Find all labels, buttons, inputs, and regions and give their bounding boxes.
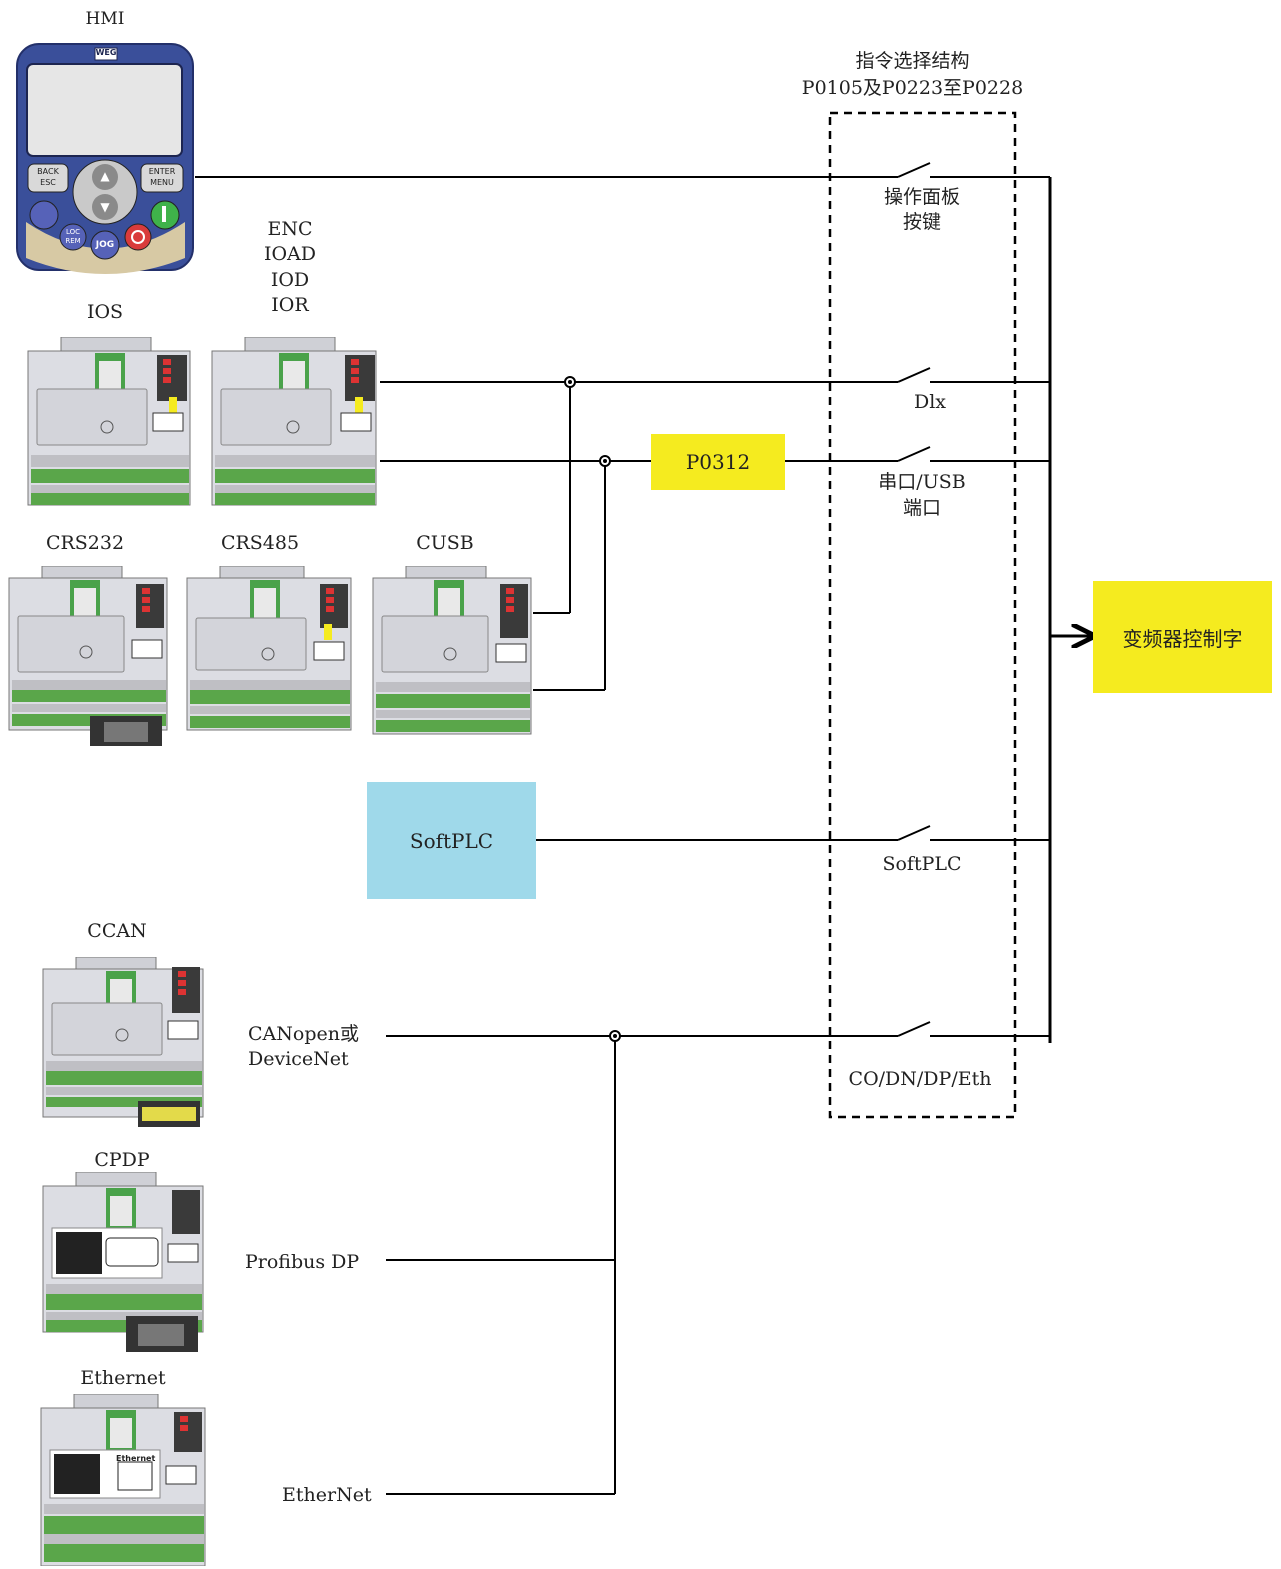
- module-crs485: [186, 566, 352, 731]
- control-word-block: 变频器控制字: [1093, 581, 1272, 693]
- label-ethernet-module: Ethernet: [80, 1367, 166, 1389]
- label-crs485: CRS485: [220, 532, 300, 554]
- label-cusb: CUSB: [416, 532, 474, 554]
- label-iod: IOD: [270, 269, 310, 291]
- switch-label-dix: Dlx: [913, 391, 947, 413]
- label-ioad: IOAD: [263, 243, 317, 265]
- module-ios: [27, 337, 191, 506]
- label-ccan: CCAN: [87, 920, 147, 942]
- module-ccan: [42, 957, 204, 1127]
- ethernet-port-label: Ethernet: [116, 1454, 156, 1463]
- module-cusb: [372, 566, 532, 735]
- switch-label-panel-keys-1: 操作面板: [883, 186, 960, 208]
- hmi-enter-menu-key[interactable]: ENTER MENU: [148, 167, 176, 187]
- hmi-loc-rem-key[interactable]: LOC REM: [65, 228, 81, 245]
- switch-fieldbus: [897, 1021, 931, 1037]
- hmi-up-key[interactable]: ▲: [100, 169, 110, 183]
- selection-title-line2: P0105及P0223至P0228: [801, 77, 1024, 99]
- module-cpdp: [42, 1172, 204, 1352]
- label-ior: IOR: [271, 294, 309, 316]
- switch-serial-usb: [897, 446, 931, 462]
- label-ios: IOS: [86, 301, 124, 323]
- switch-panel-keys: [897, 162, 931, 178]
- switch-label-serial-2: 端口: [902, 497, 941, 519]
- switch-label-serial-1: 串口/USB: [878, 471, 966, 493]
- switch-dix: [897, 367, 931, 383]
- hmi-brand: WEG: [95, 48, 117, 57]
- module-enc-ioad-iod-ior: [211, 337, 377, 506]
- hmi-down-key[interactable]: ▼: [100, 200, 110, 214]
- label-enc: ENC: [267, 218, 313, 240]
- label-crs232: CRS232: [45, 532, 125, 554]
- bus-label-canopen-1: CANopen或: [248, 1023, 359, 1045]
- bus-label-ethernet: EtherNet: [282, 1484, 372, 1506]
- hmi-back-esc-key[interactable]: BACK ESC: [37, 167, 59, 187]
- switch-label-softplc: SoftPLC: [882, 853, 962, 875]
- selection-frame: [828, 111, 1017, 1119]
- switch-label-fieldbus: CO/DN/DP/Eth: [848, 1068, 992, 1090]
- p0312-block: P0312: [651, 434, 785, 490]
- module-crs232: [8, 566, 168, 746]
- bus-label-profibus: Profibus DP: [245, 1251, 360, 1273]
- bus-label-canopen-2: DeviceNet: [248, 1048, 349, 1070]
- switch-softplc: [897, 825, 931, 841]
- label-cpdp: CPDP: [94, 1149, 150, 1171]
- softplc-block: SoftPLC: [367, 782, 536, 899]
- hmi-keypad: [16, 43, 194, 274]
- module-ethernet: [40, 1394, 206, 1566]
- hmi-title: HMI: [85, 9, 125, 29]
- switch-label-panel-keys-2: 按键: [902, 211, 941, 233]
- selection-title-line1: 指令选择结构: [855, 50, 970, 72]
- hmi-jog-key[interactable]: JOG: [95, 240, 115, 250]
